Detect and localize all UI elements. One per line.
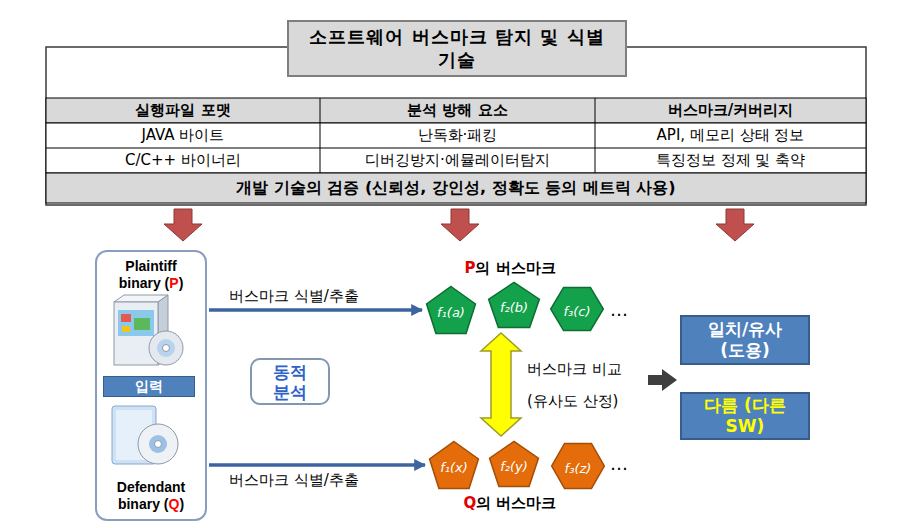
disc-icon	[157, 339, 175, 357]
result-arrow	[648, 369, 677, 391]
binary-group-box: Plaintiff binary (P) Defendant binary (Q)…	[95, 250, 207, 521]
birthmark-pentagon: f₂(b)	[487, 281, 541, 329]
analysis-box: 동적 분석	[250, 358, 330, 405]
node-text: 입력	[135, 378, 163, 396]
table-column-line	[320, 98, 321, 173]
software-box-picture	[118, 310, 154, 336]
software-box-picture	[134, 318, 150, 330]
edge-label: 버스마크 비교 (유사도 산정)	[525, 353, 624, 417]
birthmark-pentagon-shape	[427, 287, 476, 334]
disc-icon	[149, 435, 167, 453]
table-body	[46, 123, 866, 173]
node-text: f₁(x)	[440, 455, 468, 475]
birthmark-hexagon: f₃(z)	[550, 442, 606, 490]
table-row-line	[46, 148, 866, 149]
birthmark-pentagon: f₁(x)	[428, 440, 480, 490]
node-text: 동적 분석	[273, 362, 307, 402]
table-cell: 난독화·패킹	[320, 123, 595, 148]
node-text: f₁(a)	[437, 300, 465, 320]
software-box-picture	[122, 326, 130, 332]
table-header: 버스마크/커버리지	[595, 98, 866, 123]
disc-icon	[163, 345, 170, 352]
node-text: f₂(b)	[500, 295, 528, 315]
result-box: 일치/유사 (도용)	[680, 315, 810, 365]
node-text: f₃(z)	[565, 456, 592, 476]
node-text: Defendant binary (Q)	[105, 479, 197, 513]
ellipsis: …	[606, 452, 632, 474]
birthmark-pentagon: f₂(y)	[488, 440, 540, 488]
compare-arrow	[481, 333, 521, 436]
birthmark-hexagon-shape	[552, 443, 605, 488]
table-header-row	[46, 98, 866, 123]
node-text: f₃(c)	[563, 299, 590, 319]
highlight-letter: Q	[464, 494, 477, 512]
node-text: 일치/유사 (도용)	[708, 319, 783, 361]
edge-label: 버스마크 식별/추출	[227, 287, 361, 306]
extract-arrow	[209, 463, 425, 467]
result-box: 다름 (다른 SW)	[680, 392, 810, 440]
table-cell: API, 메모리 상태 정보	[595, 123, 866, 148]
table-cell: C/C++ 바이너리	[46, 148, 320, 173]
table-footer: 개발 기술의 검증 (신뢰성, 강인성, 정확도 등의 메트릭 사용)	[46, 173, 866, 203]
table-cell: 특징정보 정제 및 축약	[595, 148, 866, 173]
disc-icon	[155, 441, 162, 448]
birthmark-pentagon-shape	[489, 282, 540, 327]
node-text: Plaintiff binary (P)	[105, 258, 197, 292]
highlight-letter: P	[464, 259, 475, 277]
highlight-letter: Q	[169, 496, 180, 512]
ellipsis: …	[606, 298, 632, 320]
table-header: 분석 방해 요소	[320, 98, 595, 123]
down-arrow	[164, 209, 202, 241]
node-text: 소프트웨어 버스마크 탐지 및 식별 기술	[299, 26, 615, 71]
table-cell: JAVA 바이트	[46, 123, 320, 148]
highlight-letter: P	[169, 275, 178, 291]
group-label: P의 버스마크	[450, 258, 570, 278]
node-text: 다름 (다른 SW)	[704, 395, 786, 437]
birthmark-pentagon-shape	[490, 441, 539, 486]
birthmark-hexagon-shape	[551, 287, 604, 330]
disc-icon	[149, 331, 183, 365]
down-arrow	[441, 209, 479, 241]
node-text: f₂(y)	[500, 454, 528, 474]
down-arrow	[716, 209, 754, 241]
table-footer-row	[46, 173, 866, 203]
extract-arrow	[209, 308, 422, 312]
input-box: 입력	[103, 376, 195, 397]
edge-label: 버스마크 식별/추출	[227, 471, 361, 490]
table-header: 실행파일 포맷	[46, 98, 320, 123]
table-cell: 디버깅방지·에뮬레이터탐지	[320, 148, 595, 173]
group-label: Q의 버스마크	[450, 493, 570, 513]
birthmark-hexagon: f₃(c)	[549, 286, 605, 332]
disc-icon	[138, 424, 178, 464]
title-box: 소프트웨어 버스마크 탐지 및 식별 기술	[287, 20, 627, 77]
software-box-picture	[121, 314, 131, 322]
birthmark-pentagon-shape	[430, 442, 479, 489]
birthmark-pentagon: f₁(a)	[425, 285, 477, 335]
table-column-line	[595, 98, 596, 173]
